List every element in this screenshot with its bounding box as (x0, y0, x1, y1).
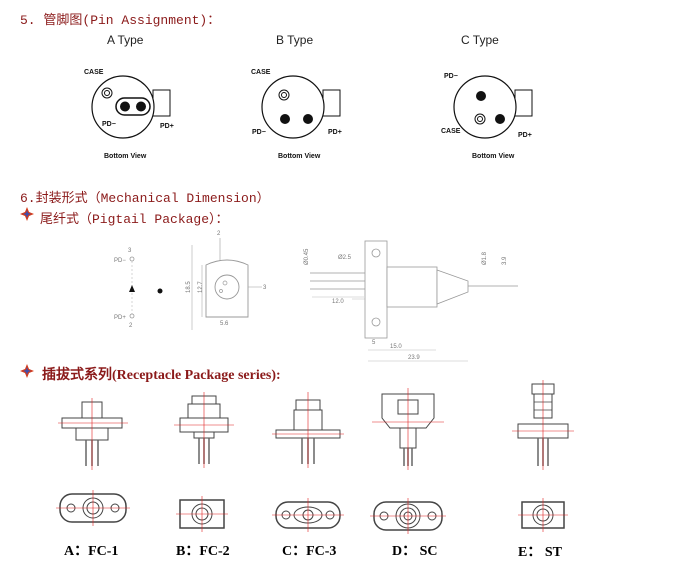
dim-15-0: 15.0 (390, 344, 402, 350)
bottom-view-label: Bottom View (104, 153, 147, 160)
type-b-title: B Type (276, 33, 314, 47)
pin3-label: 3 (128, 248, 132, 254)
caption-fc3: C：FC-3 (282, 544, 337, 559)
section-5-heading: 5. 管脚图(Pin Assignment)： (20, 13, 221, 28)
type-c-title: C Type (461, 33, 499, 47)
pd-minus-label: PD− (102, 121, 116, 128)
type-c-pin-diagram: PD− CASE PD+ Bottom View (441, 73, 533, 160)
type-a-title: A Type (107, 33, 144, 47)
pin2-label: 2 (129, 323, 133, 329)
pd-minus-label: PD− (252, 129, 266, 136)
receptacle-st-side-drawing (512, 380, 574, 470)
receptacle-fc3-bottom-drawing (272, 498, 344, 532)
caption-fc2: B：FC-2 (176, 544, 230, 559)
caption-sc: D： SC (392, 544, 438, 559)
section-6-heading: 6.封装形式（Mechanical Dimension） (20, 191, 270, 206)
caption-st: E： ST (518, 545, 562, 560)
dim-12-7: 12.7 (198, 281, 204, 293)
dim-d0-45: Ø0.45 (304, 248, 310, 265)
pigtail-dimension-drawing: Ø2.5 Ø0.45 12.0 5 15.0 23.9 Ø1.8 3.9 (304, 240, 518, 362)
pd-plus-label: PD+ (160, 123, 174, 130)
bottom-view-label: Bottom View (278, 153, 321, 160)
caption-fc1: A：FC-1 (64, 544, 119, 559)
pigtail-heading: 尾纤式（Pigtail Package）： (40, 212, 229, 227)
receptacle-fc1-bottom-drawing (56, 490, 130, 526)
receptacle-heading: 插拔式系列(Receptacle Package series): (42, 368, 281, 383)
top-pin-label: 2 (217, 231, 221, 237)
dim-12-0: 12.0 (332, 299, 344, 305)
receptacle-sc-bottom-drawing (370, 498, 446, 534)
pigtail-schematic-diagram: 3 PD− PD+ 2 (114, 248, 163, 329)
dim-3-9: 3.9 (502, 256, 508, 265)
receptacle-sc-side-drawing (372, 388, 444, 470)
pd-minus-label: PD− (114, 258, 126, 264)
dim-d1-8: Ø1.8 (482, 251, 488, 265)
receptacle-fc1-side-drawing (58, 398, 128, 470)
type-a-pin-diagram: CASE PD− PD+ Bottom View (84, 69, 174, 160)
pd-plus-label: PD+ (114, 315, 126, 321)
receptacle-st-bottom-drawing (518, 498, 568, 532)
bottom-view-label: Bottom View (472, 153, 515, 160)
dim-23-9: 23.9 (408, 355, 420, 361)
type-b-pin-diagram: CASE PD− PD+ Bottom View (251, 69, 342, 160)
receptacle-fc2-bottom-drawing (176, 496, 228, 532)
pd-minus-label: PD− (444, 73, 458, 80)
right-pin-label: 3 (263, 285, 267, 291)
pigtail-side-view-diagram: 2 18.5 12.7 3 5.6 (186, 231, 267, 330)
bullet-arrow-icon (20, 364, 34, 378)
case-label: CASE (84, 69, 104, 76)
receptacle-fc2-side-drawing (174, 392, 234, 468)
case-label: CASE (251, 69, 271, 76)
bullet-arrow-icon (20, 207, 34, 221)
dim-18-5: 18.5 (186, 281, 192, 293)
receptacle-fc3-side-drawing (272, 392, 344, 468)
dim-5-6: 5.6 (220, 321, 229, 327)
dim-d2-5: Ø2.5 (338, 255, 352, 261)
pd-plus-label: PD+ (328, 129, 342, 136)
pd-plus-label: PD+ (518, 132, 532, 139)
case-label: CASE (441, 128, 461, 135)
dim-5: 5 (372, 340, 376, 346)
